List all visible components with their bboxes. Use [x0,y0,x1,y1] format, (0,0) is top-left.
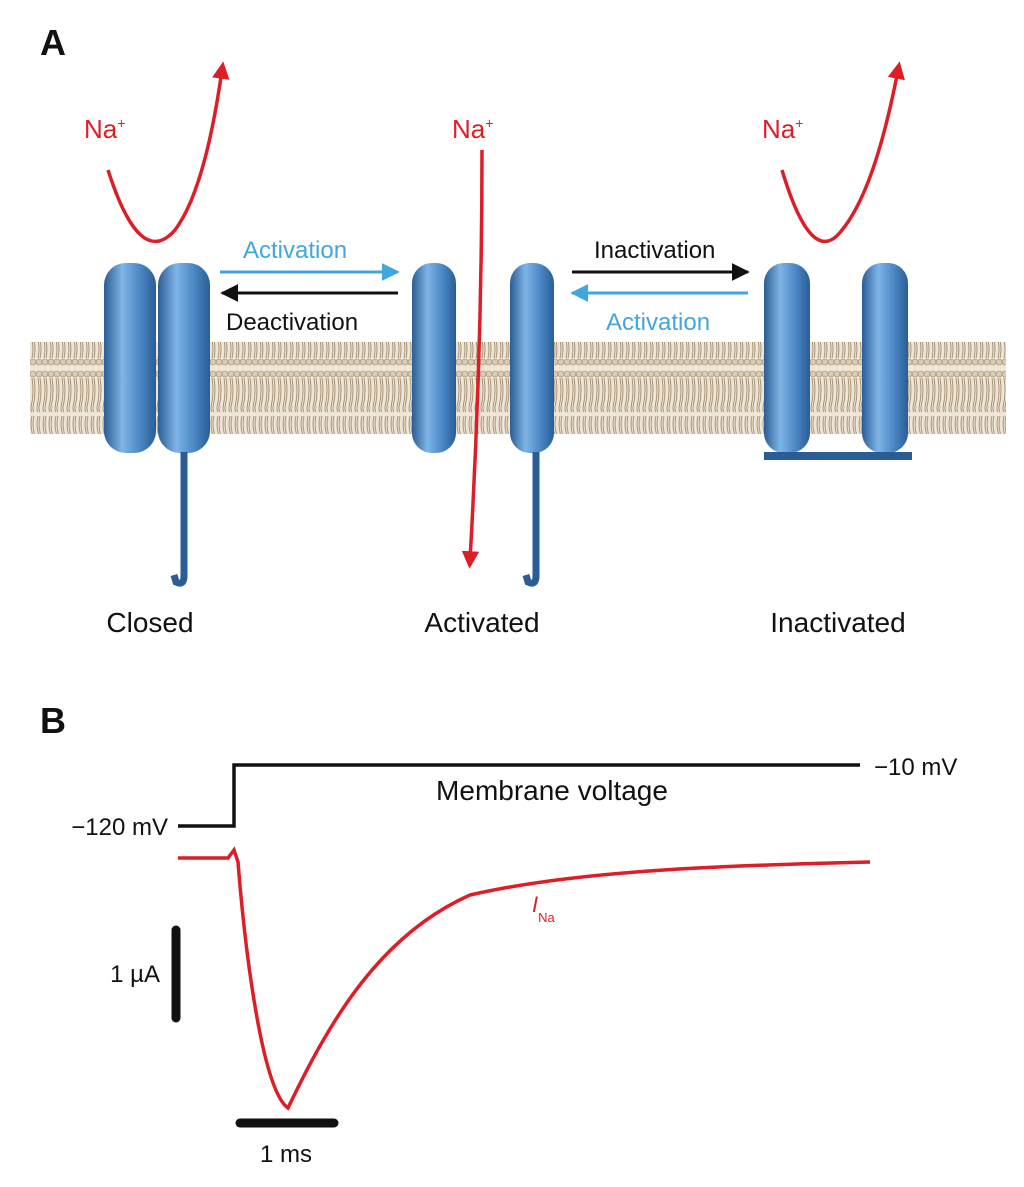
current-label: INa [532,892,556,925]
step-voltage-label: −10 mV [874,754,957,781]
activation-label: Activation [243,237,347,264]
na-influx-arrow [461,149,484,569]
sodium-current-trace [178,846,871,1111]
na-bounce-arrow-closed [106,61,230,243]
state-inactivated-label: Inactivated [770,607,905,638]
na-ion-label-inactivated: Na+ [762,114,803,144]
panel-a-label: A [40,22,66,63]
state-closed-label: Closed [106,607,193,638]
panel-b-label: B [40,700,66,741]
activated-channel [412,263,554,587]
activation-reverse-label: Activation [606,309,710,336]
hold-voltage-label: −120 mV [71,814,168,841]
state-activated-label: Activated [424,607,539,638]
na-ion-label-activated: Na+ [452,114,493,144]
deactivation-label: Deactivation [226,309,358,336]
membrane-voltage-trace [178,763,860,828]
inactivation-label: Inactivation [594,237,715,264]
membrane-voltage-label: Membrane voltage [436,775,668,806]
time-scale-label: 1 ms [260,1141,312,1168]
closed-channel [104,263,210,587]
current-scale-label: 1 µA [110,961,160,988]
na-bounce-arrow-inactivated [780,61,905,243]
na-ion-label-closed: Na+ [84,114,125,144]
inactivated-channel [764,263,912,460]
